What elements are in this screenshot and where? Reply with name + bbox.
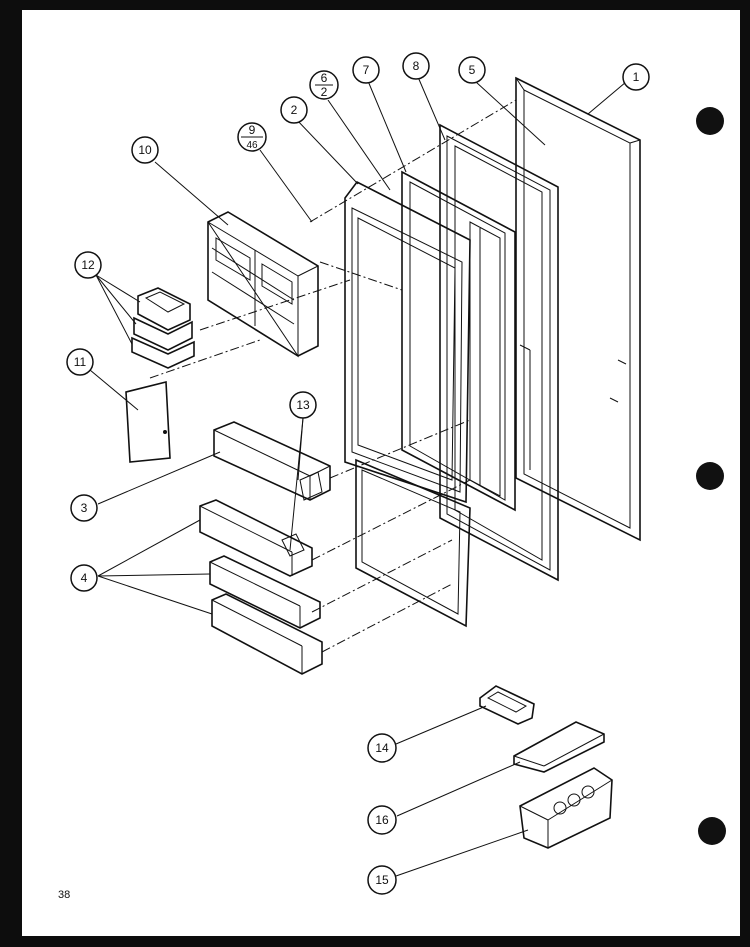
binder-hole-top (696, 107, 724, 135)
svg-text:4: 4 (81, 571, 88, 585)
svg-text:7: 7 (363, 63, 370, 77)
callout-12: 12 (74, 251, 102, 279)
svg-text:10: 10 (138, 143, 152, 157)
svg-text:16: 16 (375, 813, 389, 827)
callout-9-46: 9 46 (237, 122, 267, 152)
callout-3: 3 (70, 494, 98, 522)
part-door-outer-panel (515, 76, 641, 542)
svg-text:8: 8 (413, 59, 420, 73)
callout-10: 10 (131, 136, 159, 164)
page-number: 38 (58, 889, 70, 901)
part-door-liner (344, 180, 471, 628)
part-dairy-compartment (207, 211, 319, 358)
alignment-lines (149, 99, 517, 653)
callout-13: 13 (289, 391, 317, 419)
part-egg-trays (131, 287, 195, 369)
part-door-gasket (439, 123, 559, 582)
svg-text:13: 13 (296, 398, 310, 412)
svg-text:14: 14 (375, 741, 389, 755)
binder-hole-bottom (698, 817, 726, 845)
part-door-shelf (213, 421, 331, 501)
part-ice-bin (519, 767, 613, 849)
svg-text:15: 15 (375, 873, 389, 887)
callout-15: 15 (367, 865, 397, 895)
svg-text:46: 46 (246, 140, 258, 151)
part-door-liner-frame (401, 170, 516, 512)
svg-text:11: 11 (74, 355, 87, 369)
svg-text:1: 1 (633, 70, 640, 84)
svg-text:3: 3 (81, 501, 88, 515)
callout-14: 14 (367, 733, 397, 763)
callout-1: 1 (622, 63, 650, 91)
binder-hole-middle (696, 462, 724, 490)
svg-text:6: 6 (321, 71, 328, 85)
callout-11: 11 (66, 348, 94, 376)
sheet-background (22, 10, 740, 936)
callout-7: 7 (352, 56, 380, 84)
part-door-bins (199, 499, 323, 675)
callout-6-2: 6 2 (309, 70, 339, 100)
part-ice-bin-cover (513, 721, 605, 773)
leader-lines (89, 76, 627, 877)
svg-text:2: 2 (291, 103, 298, 117)
callout-5: 5 (458, 56, 486, 84)
svg-text:5: 5 (469, 63, 476, 77)
svg-text:12: 12 (81, 258, 95, 272)
svg-text:2: 2 (321, 85, 328, 99)
part-small-tray (479, 685, 535, 725)
callout-4: 4 (70, 564, 98, 592)
callout-16: 16 (367, 805, 397, 835)
callout-2: 2 (280, 96, 308, 124)
callout-8: 8 (402, 52, 430, 80)
svg-text:9: 9 (249, 123, 256, 137)
part-compartment-door (125, 380, 171, 463)
